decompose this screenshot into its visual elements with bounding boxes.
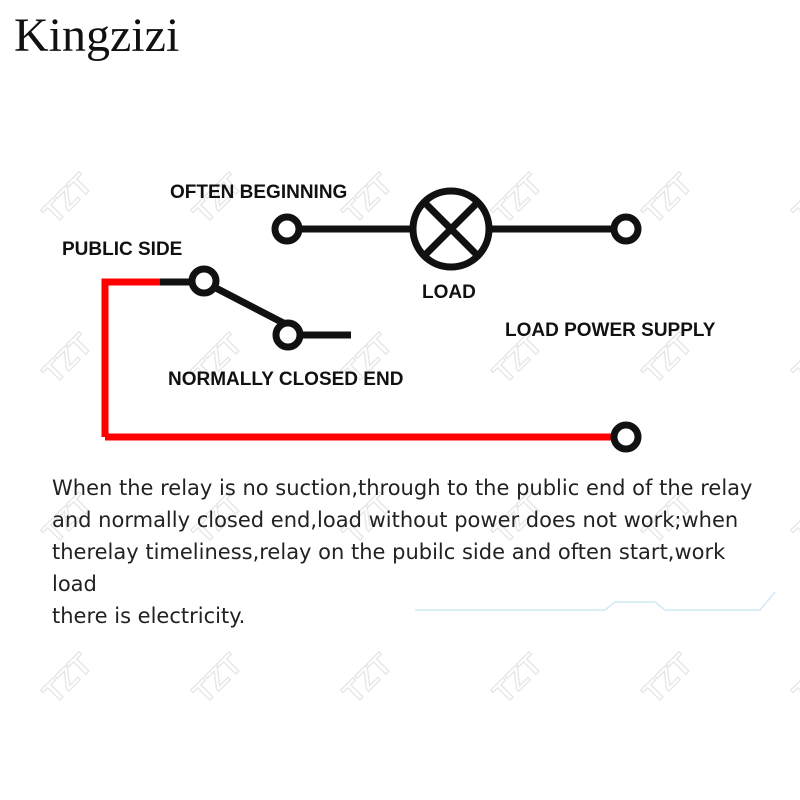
public-wire [101,278,162,437]
watermark-text: TZT [787,328,800,390]
often-beginning-label: OFTEN BEGINNING [170,182,347,203]
description: When the relay is no suction,through to … [52,472,772,632]
load-power-supply-label: LOAD POWER SUPPLY [505,320,716,341]
decorative-line [415,591,776,611]
often-beginning-terminal [271,213,303,245]
brand-logo: Kingzizi [14,9,180,62]
description-line: there is electricity. [52,604,246,628]
watermark-text: TZT [487,168,549,230]
nc-terminal [272,319,304,351]
normally-closed-end-label: NORMALLY CLOSED END [168,369,403,390]
watermark-text: TZT [337,648,399,710]
watermark-text: TZT [787,648,800,710]
lamp-load-icon [409,187,493,271]
load-label: LOAD [422,282,476,303]
load-terminal [610,213,642,245]
watermark-text: TZT [487,648,549,710]
description-line: When the relay is no suction,through to … [52,476,753,500]
watermark-text: TZT [637,168,699,230]
public-side-label: PUBLIC SIDE [62,239,182,260]
supply-terminal [610,421,642,453]
watermark-text: TZT [37,648,99,710]
watermark-text: TZT [37,328,99,390]
watermark-text: TZT [787,168,800,230]
watermark-text: TZT [37,168,99,230]
public-terminal [188,265,220,297]
watermark-text: TZT [787,488,800,550]
switch-arm [210,282,295,332]
watermark-text: TZT [187,648,249,710]
description-line: therelay timeliness,relay on the pubilc … [52,540,726,596]
watermark-text: TZT [637,648,699,710]
description-line: and normally closed end,load without pow… [52,508,739,532]
